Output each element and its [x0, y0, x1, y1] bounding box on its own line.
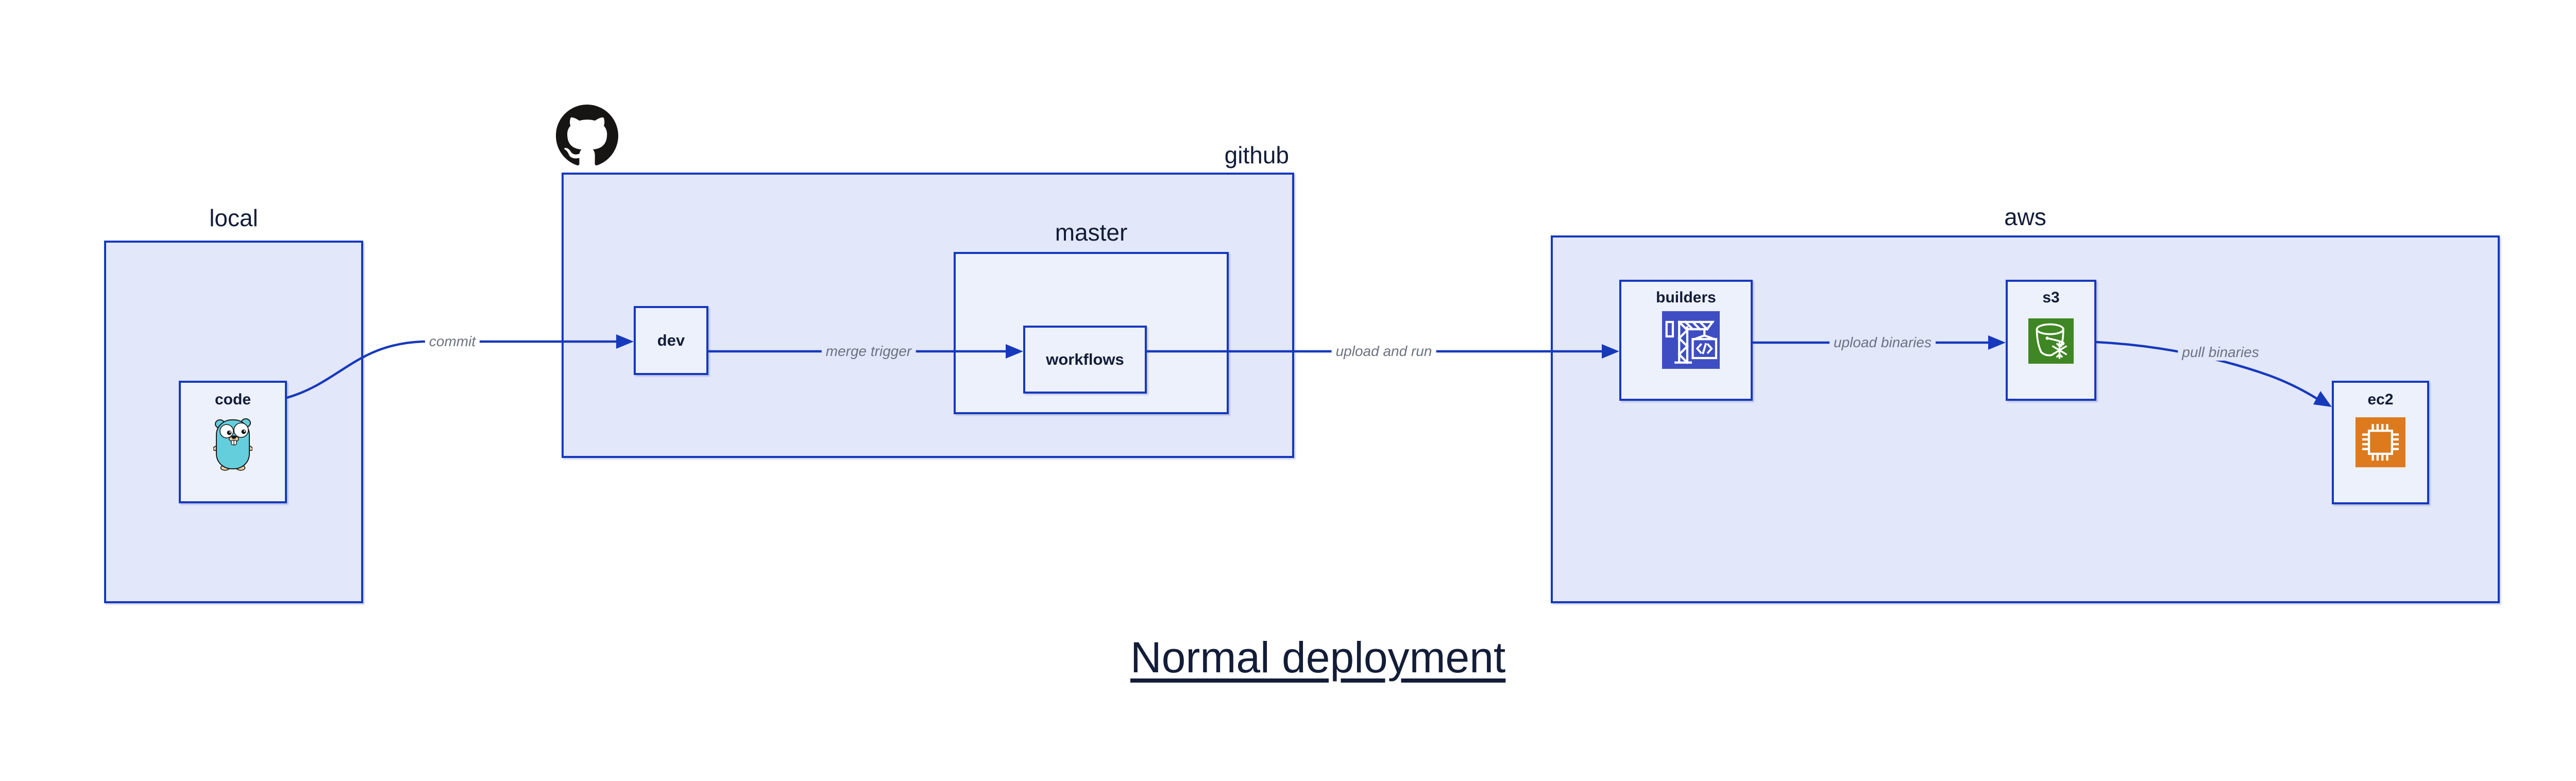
aws-s3-bucket-snowflake-icon [2028, 318, 2074, 364]
dev-node-label: dev [657, 331, 685, 349]
aws-group-label: aws [2004, 203, 2046, 230]
dev-node-box: dev [634, 306, 708, 375]
ec2-node-label: ec2 [2367, 391, 2394, 408]
merge-trigger-edge-label: merge trigger [821, 343, 916, 360]
local-group-label: local [209, 205, 258, 231]
commit-edge-label: commit [425, 333, 480, 350]
pull-binaries-edge-label: pull binaries [2178, 344, 2263, 361]
builders-node-label: builders [1656, 289, 1716, 306]
go-gopher-icon [213, 415, 252, 471]
aws-codebuild-crane-icon [1662, 311, 1720, 369]
code-node-label: code [214, 391, 251, 408]
github-group-label: github [1224, 142, 1289, 168]
workflows-node-box: workflows [1023, 326, 1147, 394]
workflows-node-label: workflows [1046, 350, 1124, 368]
upload-binaries-edge-label: upload binaries [1829, 334, 1936, 351]
aws-ec2-chip-icon [2355, 417, 2405, 467]
master-group-label: master [1055, 219, 1128, 246]
diagram-title: Normal deployment [1130, 633, 1506, 682]
github-octocat-icon [556, 105, 618, 167]
s3-node-label: s3 [2042, 289, 2060, 306]
upload-and-run-edge-label: upload and run [1331, 343, 1436, 360]
